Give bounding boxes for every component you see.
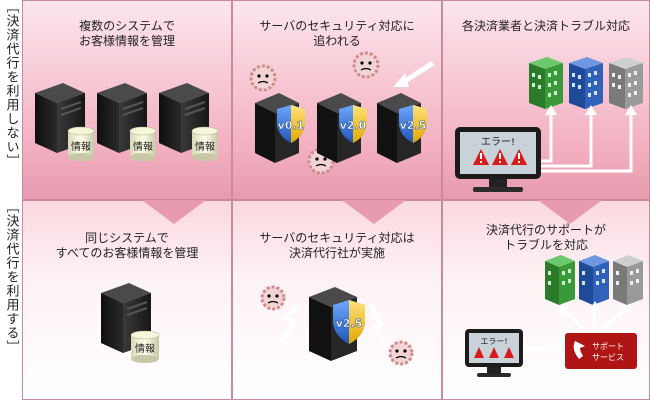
warning-icon — [474, 347, 514, 358]
warning-icon — [473, 149, 527, 165]
building-icon — [613, 255, 643, 305]
virus-icon — [260, 285, 286, 311]
row-transition-arrow — [342, 200, 406, 224]
caption-single-system: 同じシステムで すべてのお客様情報を管理 — [55, 231, 199, 260]
support-label-1: サポート — [592, 342, 624, 351]
caption-payment-troubles: 各決済業者と決済トラブル対応 — [461, 19, 630, 33]
building-icon — [545, 255, 575, 305]
shield-icon: v2.5 — [399, 105, 427, 143]
side-label-with-text: ［決済代行を利用する］ — [3, 200, 19, 354]
side-label-without-text: ［決済代行を利用しない］ — [3, 0, 19, 168]
building-icon — [609, 57, 643, 109]
server-icon — [97, 83, 147, 153]
phone-icon — [573, 341, 585, 359]
building-icon — [529, 57, 563, 109]
data-label: 情報 — [195, 140, 215, 153]
version-label: v0.1 — [278, 119, 305, 132]
panel-security-burden: サーバのセキュリティ対応に 追われる — [232, 0, 442, 200]
servers-illustration: 情報 情報 情報 — [35, 83, 219, 161]
bounce-arrow-icon — [279, 303, 387, 345]
shield-icon: v2.0 — [339, 105, 367, 143]
monitor-icon: エラー! — [465, 329, 523, 377]
virus-icon — [352, 51, 380, 79]
error-label: エラー! — [481, 136, 515, 148]
virus-icon — [249, 64, 277, 92]
support-illustration: エラー! サポート サービス — [465, 255, 643, 377]
support-label-2: サービス — [592, 353, 624, 362]
building-icon — [579, 255, 609, 305]
data-label: 情報 — [133, 140, 153, 153]
error-label: エラー! — [480, 337, 507, 346]
caption-multiple-systems: 複数のシステムで お客様情報を管理 — [78, 19, 175, 48]
panel-payment-troubles: 各決済業者と決済トラブル対応 — [442, 0, 650, 200]
support-service-icon: サポート サービス — [565, 333, 637, 369]
security-illustration: v0.1 v2.0 v2.5 — [249, 51, 435, 175]
panel-multiple-systems: 複数のシステムで お客様情報を管理 情報 — [22, 0, 232, 200]
arrow-icon — [538, 113, 633, 173]
database-icon: 情報 — [130, 330, 160, 363]
caption-security-by-provider: サーバのセキュリティ対応は 決済代行社が実施 — [259, 231, 415, 260]
row-transition-arrow — [142, 200, 206, 224]
database-icon: 情報 — [191, 126, 219, 161]
virus-icon — [388, 340, 414, 366]
arrow-icon — [393, 60, 435, 87]
arrow-icon — [527, 342, 561, 356]
arrow-icon — [557, 301, 633, 331]
arrowhead-icon — [545, 105, 637, 115]
caption-provider-support: 決済代行のサポートが トラブルを対応 — [485, 223, 606, 252]
shield-icon: v0.1 — [277, 105, 305, 143]
version-label: v2.0 — [340, 119, 367, 132]
row-transition-arrow — [538, 200, 602, 224]
building-icon — [569, 57, 603, 109]
panel-single-system: 同じシステムで すべてのお客様情報を管理 情報 — [22, 200, 232, 400]
database-icon: 情報 — [67, 126, 95, 161]
data-label: 情報 — [71, 140, 91, 153]
version-label: v2.5 — [336, 317, 363, 330]
database-icon: 情報 — [129, 126, 157, 161]
single-server-illustration: 情報 — [101, 283, 160, 363]
version-label: v2.5 — [400, 119, 427, 132]
side-label-with: ［決済代行を利用する］ — [0, 200, 22, 400]
panel-security-by-provider: サーバのセキュリティ対応は 決済代行社が実施 v2.5 — [232, 200, 442, 400]
caption-security-burden: サーバのセキュリティ対応に 追われる — [259, 19, 415, 48]
panel-provider-support: 決済代行のサポートが トラブルを対応 — [442, 200, 650, 400]
troubles-illustration: エラー! — [455, 57, 643, 192]
side-label-without: ［決済代行を利用しない］ — [0, 0, 22, 200]
server-icon — [35, 83, 85, 153]
shield-icon: v2.5 — [333, 300, 365, 344]
protected-server-illustration: v2.5 — [260, 285, 414, 366]
data-label: 情報 — [135, 342, 155, 355]
